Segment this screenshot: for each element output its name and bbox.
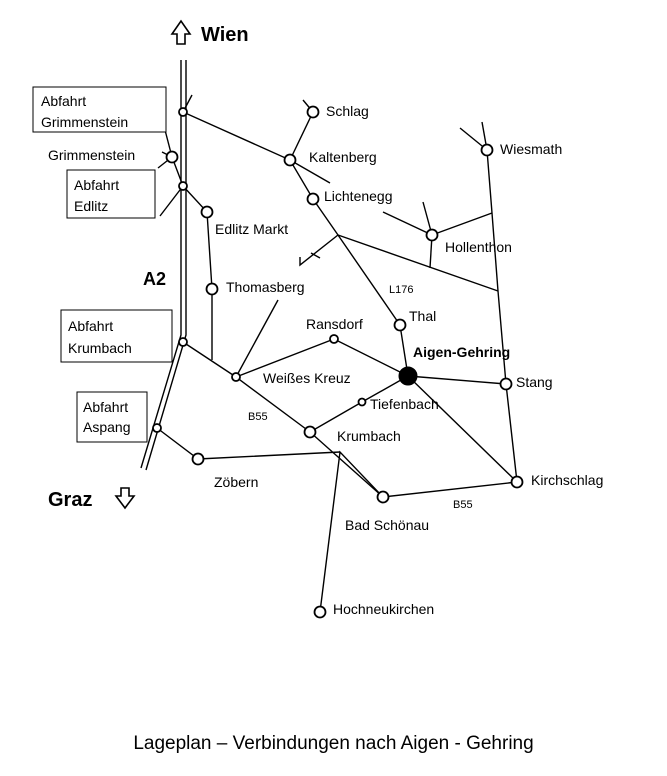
svg-text:Abfahrt: Abfahrt	[83, 399, 128, 415]
node-stang	[499, 377, 513, 391]
label-ransdorf: Ransdorf	[306, 316, 363, 332]
node-hollenthon	[425, 228, 439, 242]
node-grimmenstein	[165, 150, 179, 164]
motorway-label: A2	[143, 269, 166, 289]
label-edlitz-markt: Edlitz Markt	[215, 221, 288, 237]
node-ransdorf	[329, 334, 339, 344]
a2-motorway	[140, 60, 182, 469]
road-label-l176: L176	[389, 284, 413, 296]
label-weisses-kreuz: Weißes Kreuz	[263, 370, 351, 386]
exit-aspang-box: Abfahrt Aspang	[76, 391, 148, 443]
node-zoebern	[191, 452, 205, 466]
label-tiefenbach: Tiefenbach	[370, 396, 439, 412]
label-hollenthon: Hollenthon	[445, 239, 512, 255]
svg-text:Grimmenstein: Grimmenstein	[41, 114, 128, 130]
label-zoebern: Zöbern	[214, 474, 258, 490]
node-aigen-gehring	[398, 366, 418, 386]
exit-krumbach-box: Abfahrt Krumbach	[60, 309, 173, 363]
node-exit-grimmenstein	[178, 107, 188, 117]
node-hochneukirchen	[313, 605, 327, 619]
node-tiefenbach	[357, 397, 367, 407]
node-bad-schoenau	[376, 490, 390, 504]
label-krumbach: Krumbach	[337, 428, 401, 444]
road-label-b55-west: B55	[248, 411, 268, 423]
svg-text:Abfahrt: Abfahrt	[41, 93, 86, 109]
label-stang: Stang	[516, 374, 553, 390]
label-grimmenstein: Grimmenstein	[48, 147, 135, 163]
label-lichtenegg: Lichtenegg	[324, 188, 393, 204]
label-hochneukirchen: Hochneukirchen	[333, 601, 434, 617]
label-schlag: Schlag	[326, 103, 369, 119]
svg-text:Graz: Graz	[48, 489, 92, 511]
place-nodes	[152, 105, 524, 619]
exit-edlitz-box: Abfahrt Edlitz	[66, 169, 156, 219]
arrow-up-icon	[170, 19, 192, 45]
node-krumbach	[303, 425, 317, 439]
node-edlitz-markt	[200, 205, 214, 219]
node-kirchschlag	[510, 475, 524, 489]
node-lichtenegg	[306, 192, 320, 206]
label-wiesmath: Wiesmath	[500, 141, 562, 157]
south-direction: Graz	[48, 487, 136, 511]
label-kirchschlag: Kirchschlag	[531, 472, 603, 488]
node-weisses-kreuz	[231, 372, 241, 382]
svg-text:Abfahrt: Abfahrt	[74, 177, 119, 193]
label-kaltenberg: Kaltenberg	[309, 149, 377, 165]
exit-grimmenstein-box: Abfahrt Grimmenstein	[32, 86, 167, 133]
svg-text:Abfahrt: Abfahrt	[68, 318, 113, 334]
node-thomasberg	[205, 282, 219, 296]
node-exit-aspang	[152, 423, 162, 433]
label-thal: Thal	[409, 308, 436, 324]
node-thal	[393, 318, 407, 332]
node-exit-krumbach	[178, 337, 188, 347]
node-kaltenberg	[283, 153, 297, 167]
map-caption: Lageplan – Verbindungen nach Aigen - Geh…	[133, 733, 534, 754]
label-thomasberg: Thomasberg	[226, 279, 305, 295]
svg-text:Aspang: Aspang	[83, 419, 130, 435]
place-labels: Grimmenstein Schlag Kaltenberg Wiesmath …	[48, 103, 603, 617]
node-wiesmath	[480, 143, 494, 157]
label-bad-schoenau: Bad Schönau	[345, 517, 429, 533]
arrow-down-icon	[114, 487, 136, 510]
svg-text:Krumbach: Krumbach	[68, 340, 132, 356]
svg-text:Wien: Wien	[201, 24, 249, 46]
north-direction: Wien	[170, 19, 249, 46]
node-exit-edlitz	[178, 181, 188, 191]
svg-text:Edlitz: Edlitz	[74, 198, 108, 214]
road-label-b55-east: B55	[453, 499, 473, 511]
node-schlag	[306, 105, 320, 119]
label-aigen-gehring: Aigen-Gehring	[413, 344, 510, 360]
